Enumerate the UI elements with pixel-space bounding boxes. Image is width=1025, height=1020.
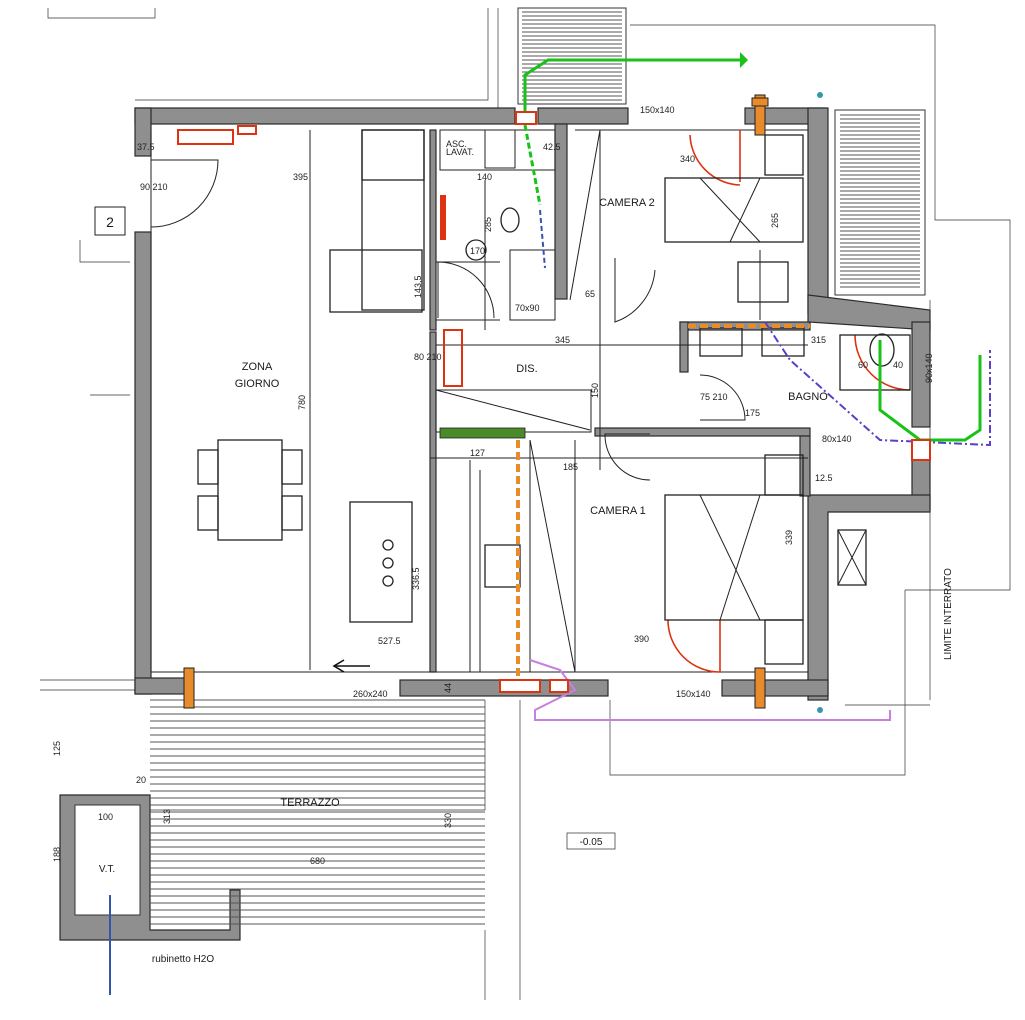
dim-265: 265: [770, 213, 780, 228]
rubinetto-label: rubinetto H2O: [152, 954, 214, 965]
dim-140: 140: [477, 172, 492, 182]
dim-100: 100: [98, 812, 113, 822]
window-150x140-top: 150x140: [640, 105, 675, 115]
dim-175: 175: [745, 408, 760, 418]
dim-12-5: 12.5: [815, 473, 833, 483]
dim-339: 339: [784, 530, 794, 545]
room-label-dis: DIS.: [516, 363, 537, 375]
dim-127: 127: [470, 448, 485, 458]
dim-70x90: 70x90: [515, 303, 540, 313]
dim-188: 188: [52, 847, 62, 862]
mep-symbols: [177, 92, 931, 713]
dim-285: 285: [483, 217, 493, 232]
dim-780: 780: [297, 395, 307, 410]
dim-390: 390: [634, 634, 649, 644]
room-label-camera2: CAMERA 2: [599, 197, 655, 209]
dim-44: 44: [443, 683, 453, 693]
room-label-terrazzo: TERRAZZO: [280, 797, 340, 809]
dim-150: 150: [590, 383, 600, 398]
dim-40: 40: [893, 360, 903, 370]
dim-65: 65: [585, 289, 595, 299]
limite-interrato-label: LIMITE INTERRATO: [943, 568, 954, 660]
dim-330: 330: [443, 813, 453, 828]
dim-395: 395: [293, 172, 308, 182]
dim-527-5: 527.5: [378, 636, 401, 646]
dim-340: 340: [680, 154, 695, 164]
stair-top: [517, 7, 627, 105]
dim-315: 315: [811, 335, 826, 345]
asc-label-2: LAVAT.: [446, 147, 474, 157]
dimensions: 395 140 340 345 315 780 527.5 390 680 33…: [52, 105, 934, 866]
dim-680: 680: [310, 856, 325, 866]
window-90x140: 90x140: [924, 353, 934, 383]
window-150x140-bottom: 150x140: [676, 689, 711, 699]
window-260x240: 260x240: [353, 689, 388, 699]
terrace: [59, 699, 485, 941]
direction-arrow-icon: [332, 659, 370, 673]
dim-20: 20: [136, 775, 146, 785]
dim-345: 345: [555, 335, 570, 345]
doors: [150, 130, 911, 673]
dim-90-210: 90 210: [140, 182, 168, 192]
dim-170: 170: [470, 246, 485, 256]
furniture: [79, 129, 911, 856]
dim-185: 185: [563, 462, 578, 472]
dim-125: 125: [52, 741, 62, 756]
dim-37-5: 37.5: [137, 142, 155, 152]
level-label: -0.05: [580, 837, 603, 848]
room-label-zona: ZONA: [242, 361, 273, 373]
mep-lines: [109, 52, 991, 995]
walls: [134, 107, 931, 701]
unit-number: 2: [106, 214, 114, 230]
room-label-giorno: GIORNO: [235, 378, 280, 390]
window-80x140: 80x140: [822, 434, 852, 444]
dim-60: 60: [858, 360, 868, 370]
dim-42-5: 42.5: [543, 142, 561, 152]
interior-lines: [150, 129, 808, 673]
dim-80-210: 80 210: [414, 352, 442, 362]
room-label-vt: V.T.: [99, 864, 115, 875]
dim-143-5: 143,5: [413, 275, 423, 298]
stair-right: [834, 109, 926, 296]
dim-336-5: 336.5: [411, 567, 421, 590]
dim-313: 313: [162, 809, 172, 824]
room-label-camera1: CAMERA 1: [590, 505, 646, 517]
asc-label: ASC.: [446, 139, 467, 149]
room-label-bagno: BAGNO: [788, 391, 828, 403]
dim-75-210: 75 210: [700, 392, 728, 402]
